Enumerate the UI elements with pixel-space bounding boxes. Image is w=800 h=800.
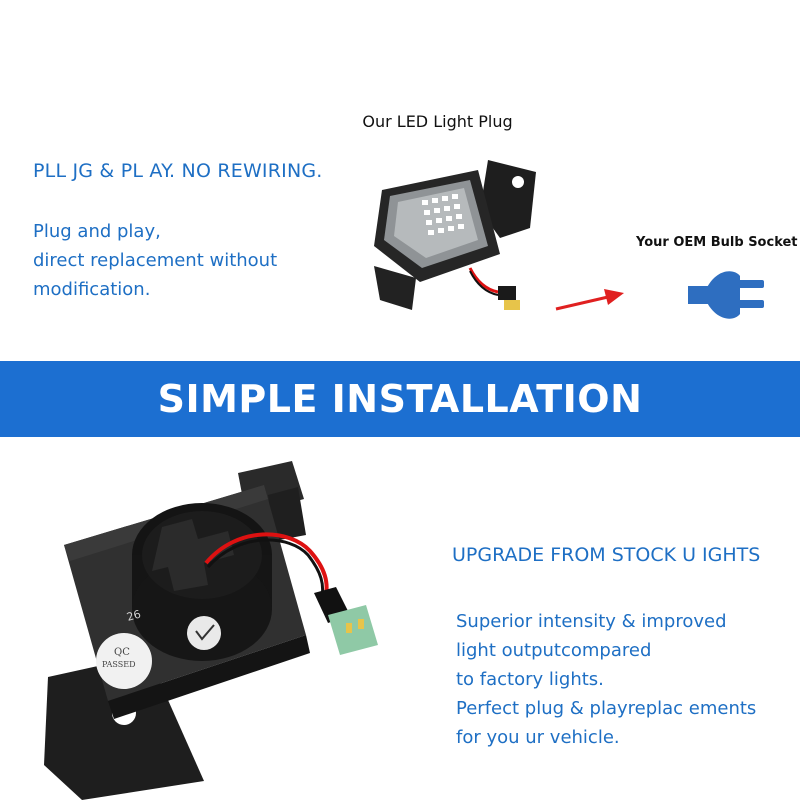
- description-line: direct replacement without: [33, 250, 278, 271]
- red-arrow-icon: [555, 289, 624, 311]
- description-line: modification.: [33, 279, 151, 300]
- upgrade-heading: UPGRADE FROM STOCK U IGHTS: [452, 544, 761, 566]
- led-light-product-image: [374, 160, 536, 310]
- description-line: for you ur vehicle.: [456, 727, 620, 748]
- description-line: light outputcompared: [456, 640, 652, 661]
- simple-installation-banner: SIMPLE INSTALLATION: [0, 361, 800, 437]
- qc-sticker-line1: QC: [114, 647, 130, 658]
- description-line: Plug and play,: [33, 221, 161, 242]
- upgrade-description: Superior intensity & improved light outp…: [456, 607, 756, 752]
- oem-bulb-socket-label: Your OEM Bulb Socket: [636, 235, 798, 250]
- power-plug-icon: [688, 271, 764, 319]
- qc-sticker-line2: PASSED: [102, 660, 136, 669]
- banner-title: SIMPLE INSTALLATION: [157, 377, 643, 421]
- part-marking: 26: [125, 608, 142, 624]
- led-plug-label: Our LED Light Plug: [362, 112, 513, 131]
- description-line: Perfect plug & playreplac ements: [456, 698, 757, 719]
- led-light-closeup-image: 26 QC PASSED: [44, 461, 378, 800]
- description-line: Superior intensity & improved: [456, 611, 727, 632]
- plug-and-play-description: Plug and play, direct replacement withou…: [33, 217, 277, 304]
- no-rewiring-heading: PLL JG & PL AY. NO REWIRING.: [33, 160, 323, 182]
- description-line: to factory lights.: [456, 669, 604, 690]
